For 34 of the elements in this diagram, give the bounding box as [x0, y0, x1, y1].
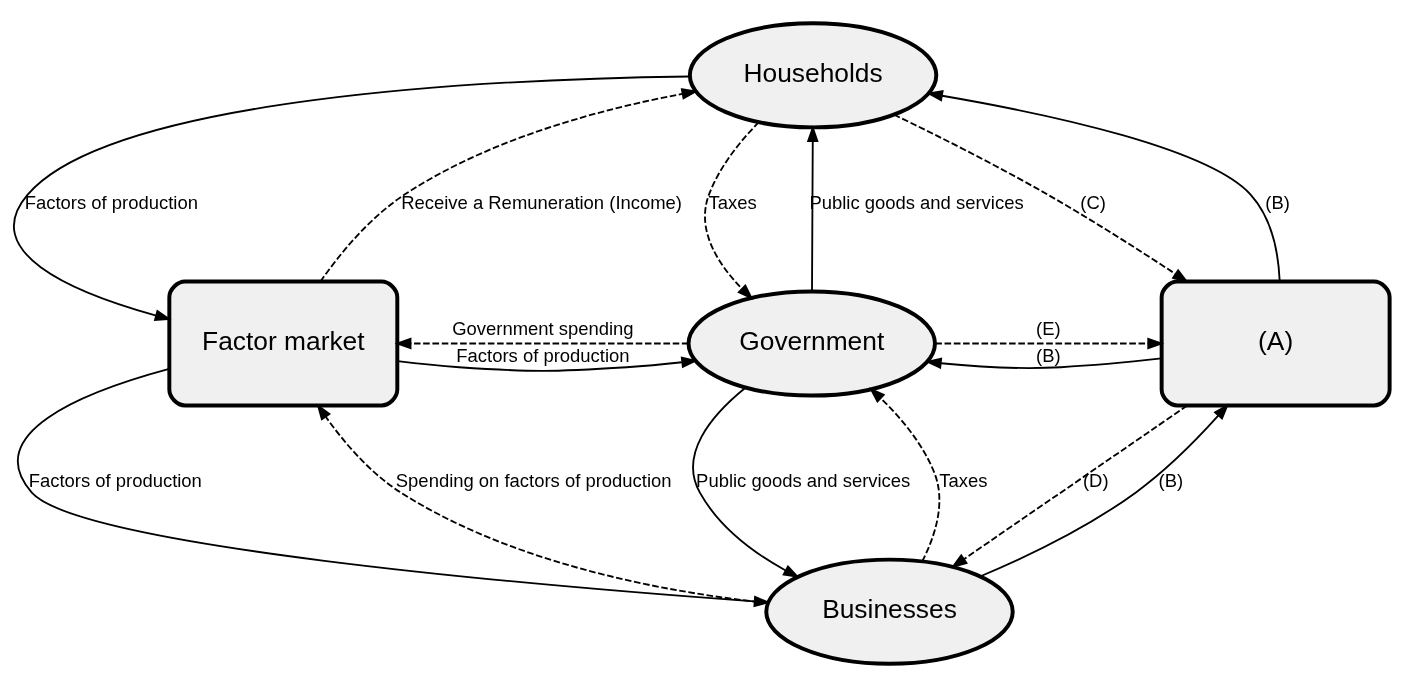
- edge-label: Factors of production: [24, 192, 198, 214]
- edge-label: (C): [1080, 192, 1106, 214]
- edge-label: Taxes: [708, 192, 757, 214]
- edge-label: Receive a Remuneration (Income): [401, 192, 682, 214]
- edge-label: Public goods and services: [696, 470, 911, 492]
- edge-label: (B): [1036, 345, 1061, 367]
- edge-label: Spending on factors of production: [395, 470, 672, 492]
- edge-label: Government spending: [452, 317, 634, 339]
- node-box: Factor market: [167, 279, 400, 408]
- edge-label: (B): [1265, 192, 1290, 214]
- arrow: [319, 88, 699, 283]
- arrow: [950, 404, 1188, 569]
- arrow: [396, 356, 699, 372]
- arrow: [926, 90, 1281, 283]
- arrow: [13, 75, 691, 321]
- arrow: [868, 387, 941, 563]
- arrow: [692, 386, 800, 578]
- node-ellipse: Businesses: [764, 557, 1015, 666]
- arrow: [806, 125, 819, 293]
- edge-label: Factors of production: [28, 470, 202, 492]
- arrow: [893, 113, 1189, 283]
- edge-label: (D): [1082, 470, 1109, 492]
- node-box: (A): [1159, 279, 1392, 408]
- arrow: [316, 403, 769, 604]
- edge-label: (E): [1036, 317, 1061, 339]
- edge-label: Factors of production: [456, 345, 630, 367]
- arrow: [934, 337, 1165, 350]
- arrow: [394, 337, 690, 350]
- arrow: [979, 403, 1230, 578]
- node-ellipse: Households: [687, 21, 939, 130]
- edge-label: (B): [1158, 470, 1184, 492]
- arrow: [704, 121, 760, 300]
- edge-label: Taxes: [939, 470, 988, 492]
- node-ellipse: Government: [686, 289, 937, 398]
